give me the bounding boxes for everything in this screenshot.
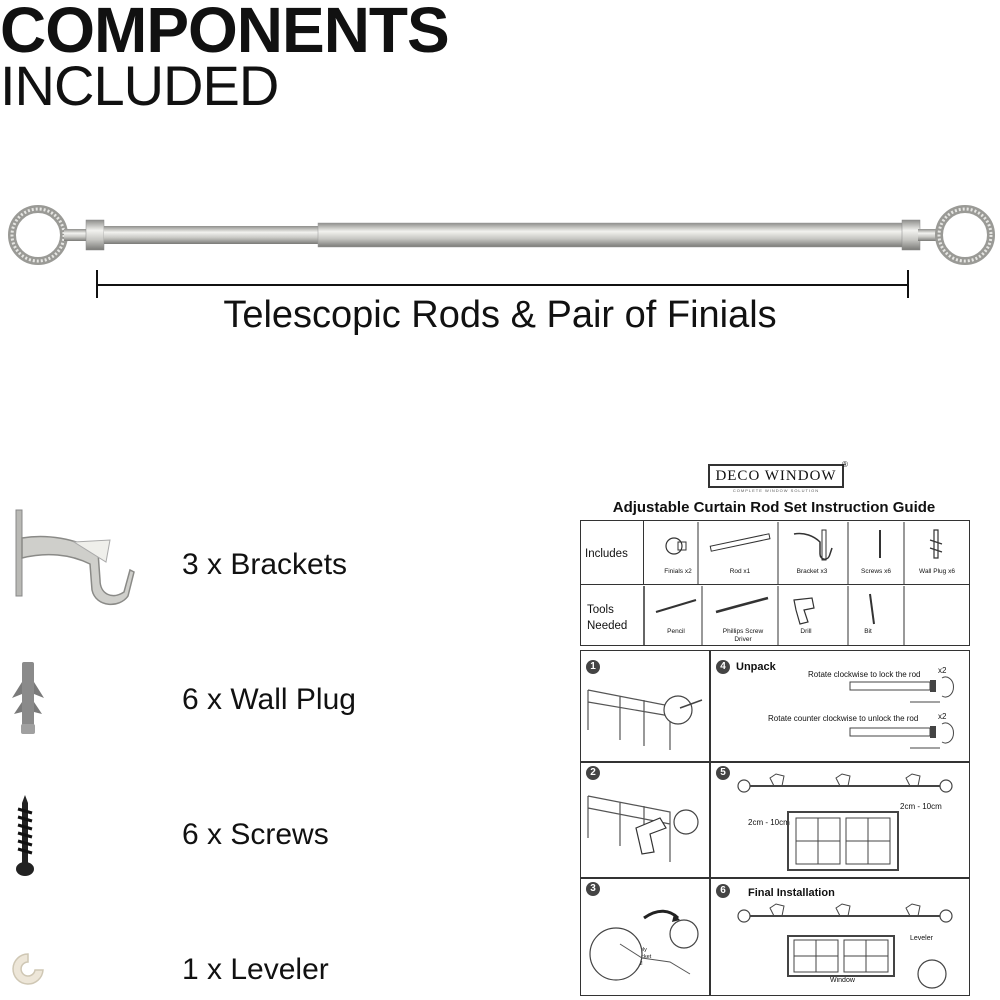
step-6-illustration (737, 903, 953, 989)
tools-label-line-2: Needed (587, 620, 628, 632)
component-label-leveler: 1 x Leveler (182, 953, 329, 986)
includes-label: Includes (585, 548, 628, 560)
tools-item-phillips-screw: Phillips Screw (722, 628, 764, 635)
includes-item-screws: Screws x6 (861, 568, 891, 575)
tools-item-bit: Bit (864, 628, 872, 635)
page-title-line-1: COMPONENTS (0, 0, 450, 66)
tools-item-drill: Drill (800, 628, 812, 635)
step-2-number: 2 (586, 766, 600, 780)
right-finial-ring (935, 205, 995, 265)
step-4-panel (710, 650, 970, 762)
leveler-label: Leveler (910, 935, 933, 942)
brand-logo: DECO WINDOW (708, 464, 844, 488)
step-3-panel (580, 878, 710, 996)
bracket-icon (15, 509, 135, 605)
step-2-illustration (587, 795, 699, 862)
step-1-panel (580, 650, 710, 762)
lock-count: x2 (938, 666, 947, 675)
includes-item-wall-plug: Wall Plug x6 (919, 568, 955, 575)
distance-label-left: 2cm - 10cm (748, 818, 790, 827)
step-1-illustration (587, 689, 703, 750)
tools-table (580, 584, 970, 646)
step-5-panel (710, 762, 970, 878)
screw-icon (16, 795, 34, 876)
unlock-count: x2 (938, 712, 947, 721)
step-6-panel (710, 878, 970, 996)
step-5-illustration (737, 773, 953, 871)
step-4-illustration (849, 676, 954, 749)
tools-item-driver: Driver (734, 636, 752, 643)
step-5-number: 5 (716, 766, 730, 780)
includes-item-rod: Rod x1 (729, 568, 751, 575)
left-end-cap (85, 219, 105, 251)
inner-rod (104, 226, 320, 244)
right-connector (918, 229, 938, 241)
left-connector (64, 229, 88, 241)
wall-plug-icon (12, 662, 44, 734)
tools-label-line-1: Tools (587, 604, 614, 616)
includes-icons (665, 522, 943, 584)
step-2-panel (580, 762, 710, 878)
includes-item-bracket: Bracket x3 (796, 568, 828, 575)
page-title-line-2: INCLUDED (0, 54, 279, 117)
component-label-wall-plug: 6 x Wall Plug (182, 683, 356, 716)
component-label-brackets: 3 x Brackets (182, 548, 348, 581)
outer-rod (317, 222, 905, 248)
component-label-screws: 6 x Screws (182, 818, 329, 851)
guide-title: Adjustable Curtain Rod Set Instruction G… (612, 499, 936, 516)
lock-instruction: Rotate clockwise to lock the rod (808, 670, 921, 679)
step-3-illustration (589, 909, 699, 981)
window-label: Window (830, 977, 855, 984)
includes-item-finials: Finials x2 (664, 568, 692, 575)
brand-registered-mark: ® (842, 460, 848, 469)
distance-label-right: 2cm - 10cm (900, 802, 942, 811)
tools-icons (643, 586, 905, 646)
unlock-instruction: Rotate counter clockwise to unlock the r… (768, 714, 919, 723)
right-end-cap (901, 219, 921, 251)
step-6-heading: Final Installation (748, 887, 835, 899)
leveler-icon (12, 953, 44, 985)
step-6-number: 6 (716, 884, 730, 898)
brand-tagline: COMPLETE WINDOW SOLUTION (732, 488, 820, 493)
includes-label-cell (580, 520, 644, 585)
tools-item-pencil: Pencil (667, 628, 685, 635)
step-4-number: 4 (716, 660, 730, 674)
rod-caption: Telescopic Rods & Pair of Finials (223, 294, 777, 336)
dimension-line (96, 270, 909, 298)
telescopic-rod-illustration (8, 205, 995, 298)
step-4-heading: Unpack (736, 661, 776, 673)
step-3-number: 3 (586, 882, 600, 896)
step-1-number: 1 (586, 660, 600, 674)
left-finial-ring (8, 205, 68, 265)
instruction-guide: DECO WINDOW ® COMPLETE WINDOW SOLUTION A… (578, 460, 970, 998)
